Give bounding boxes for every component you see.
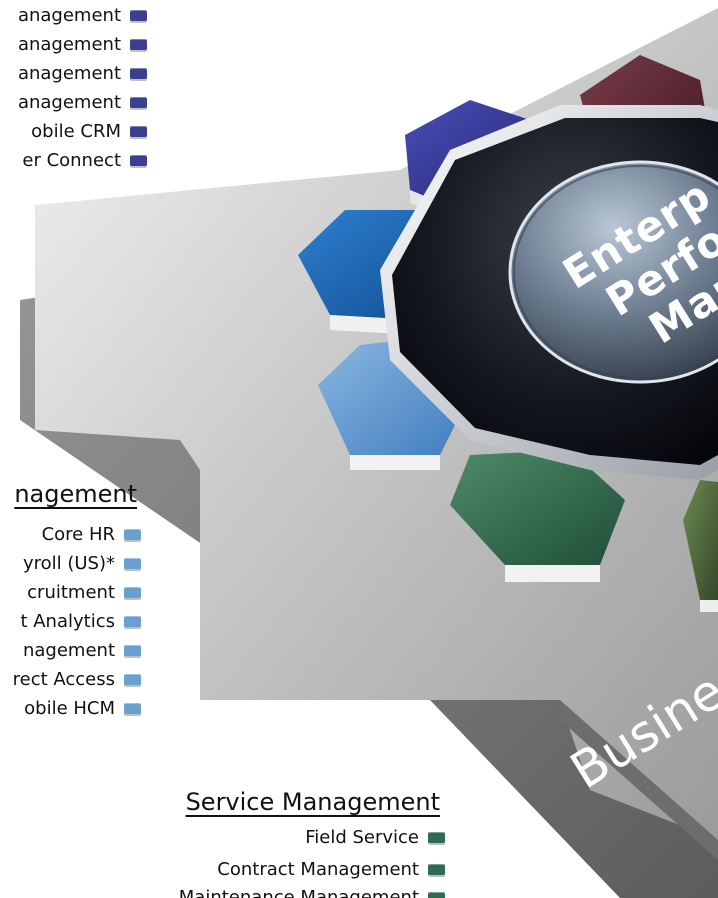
list-item-label: er Connect	[22, 150, 121, 171]
navy-swatch	[130, 10, 147, 22]
list-item: obile HCM	[24, 697, 141, 720]
hcm-section-heading: nagement	[14, 480, 137, 508]
light-blue-swatch	[124, 558, 141, 570]
list-item: t Analytics	[20, 610, 141, 633]
navy-swatch	[130, 97, 147, 109]
light-blue-swatch	[124, 587, 141, 599]
list-item-label: yroll (US)*	[22, 553, 115, 574]
navy-swatch	[130, 155, 147, 167]
light-blue-swatch	[124, 645, 141, 657]
list-item-label: obile CRM	[31, 121, 121, 142]
list-item-label: anagement	[17, 92, 121, 113]
list-item-label: nagement	[22, 640, 115, 661]
hcm-module-list: Core HR yroll (US)* cruitment t Analytic…	[0, 523, 141, 758]
list-item-label: t Analytics	[20, 611, 115, 632]
list-item-label: anagement	[17, 34, 121, 55]
light-blue-swatch	[124, 616, 141, 628]
list-item-label: Maintenance Management	[178, 887, 419, 898]
list-item-label: Core HR	[41, 524, 115, 545]
list-item: cruitment	[27, 581, 141, 604]
petal-olive	[683, 480, 718, 612]
list-item-label: anagement	[17, 63, 121, 84]
list-item-label: anagement	[17, 5, 121, 26]
list-item: yroll (US)*	[23, 552, 141, 575]
petal-green	[450, 450, 625, 582]
list-item: er Connect	[22, 149, 147, 172]
plate-bottom-edge	[560, 700, 718, 860]
list-item: Maintenance Management	[179, 886, 445, 898]
list-item: nagement	[23, 639, 141, 662]
green-swatch	[428, 892, 445, 898]
list-item: anagement	[18, 62, 147, 85]
navy-swatch	[130, 126, 147, 138]
list-item-label: Field Service	[305, 827, 419, 848]
list-item: Core HR	[42, 523, 141, 546]
green-swatch	[428, 832, 445, 844]
navy-swatch	[130, 39, 147, 51]
list-item: anagement	[18, 33, 147, 56]
navy-swatch	[130, 68, 147, 80]
list-item-label: Contract Management	[217, 859, 419, 880]
service-module-list: Field Service Contract Management Mainte…	[100, 826, 445, 898]
list-item-label: cruitment	[27, 582, 115, 603]
list-item: Contract Management	[217, 858, 445, 881]
list-item-label: obile HCM	[24, 698, 115, 719]
list-item: obile CRM	[31, 120, 147, 143]
list-item: rect Access	[13, 668, 141, 691]
light-blue-swatch	[124, 703, 141, 715]
list-item-label: rect Access	[12, 669, 115, 690]
center-disc	[508, 160, 718, 384]
green-swatch	[428, 864, 445, 876]
list-item: anagement	[18, 91, 147, 114]
service-section-heading: Service Management	[185, 788, 440, 816]
crm-module-list: anagement anagement anagement anagement …	[0, 4, 147, 179]
light-blue-swatch	[124, 674, 141, 686]
list-item: anagement	[18, 4, 147, 27]
list-item: Field Service	[305, 826, 445, 849]
light-blue-swatch	[124, 529, 141, 541]
